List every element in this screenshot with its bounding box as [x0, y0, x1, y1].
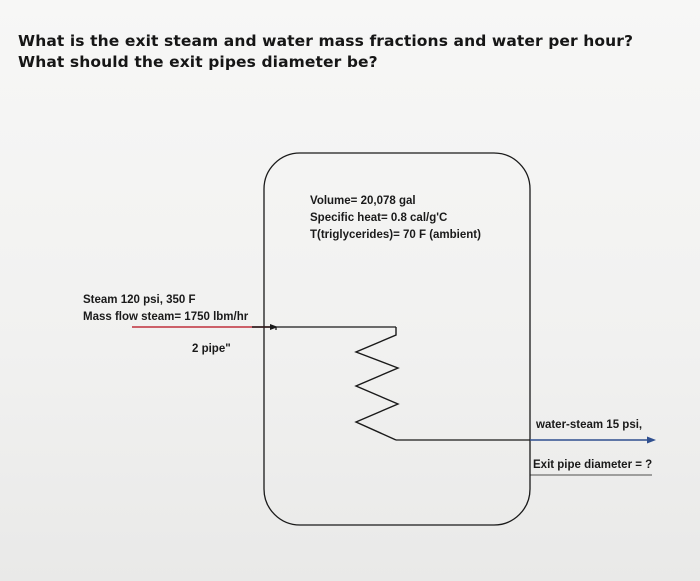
outlet-pipe-diameter-label: Exit pipe diameter = ?: [533, 459, 653, 471]
outlet-arrow-head: [647, 436, 656, 444]
tank-temperature-label: T(triglycerides)= 70 F (ambient): [310, 229, 481, 241]
tank-specific-heat-label: Specific heat= 0.8 cal/g'C: [310, 212, 448, 224]
inlet-conditions-label: Steam 120 psi, 350 F: [83, 294, 196, 306]
outlet-conditions-label: water-steam 15 psi,: [536, 419, 643, 431]
heating-coil: [354, 327, 400, 441]
inlet-mass-flow-label: Mass flow steam= 1750 lbm/hr: [83, 311, 249, 323]
question-line-1: What is the exit steam and water mass fr…: [18, 32, 634, 50]
tank-vessel: [263, 152, 531, 526]
inlet-arrow-head: [270, 324, 278, 330]
tank-volume-label: Volume= 20,078 gal: [310, 195, 416, 207]
inlet-pipe-size-label: 2 pipe": [192, 343, 231, 355]
question-line-2: What should the exit pipes diameter be?: [18, 53, 378, 71]
